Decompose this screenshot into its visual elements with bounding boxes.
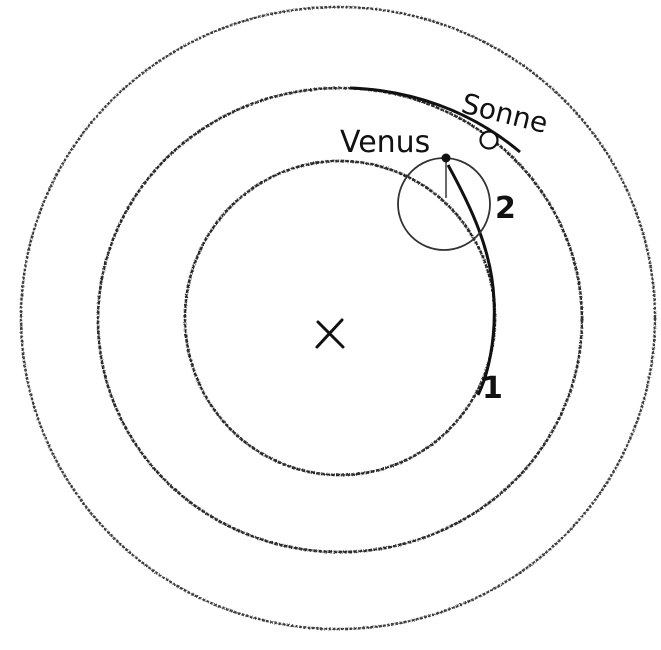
deferent-orbit xyxy=(185,161,495,475)
epicycle-number-label: 2 xyxy=(495,191,516,226)
deferent-ink-arc xyxy=(448,165,494,395)
epicycle-circle xyxy=(398,158,490,250)
venus-dot xyxy=(442,154,451,163)
sonne-label: Sonne xyxy=(458,87,551,140)
sun-circle xyxy=(481,132,498,149)
deferent-number-label: 1 xyxy=(482,371,503,406)
outer-orbit xyxy=(21,7,655,629)
center-x-mark xyxy=(317,320,343,347)
venus-label: Venus xyxy=(340,125,430,160)
